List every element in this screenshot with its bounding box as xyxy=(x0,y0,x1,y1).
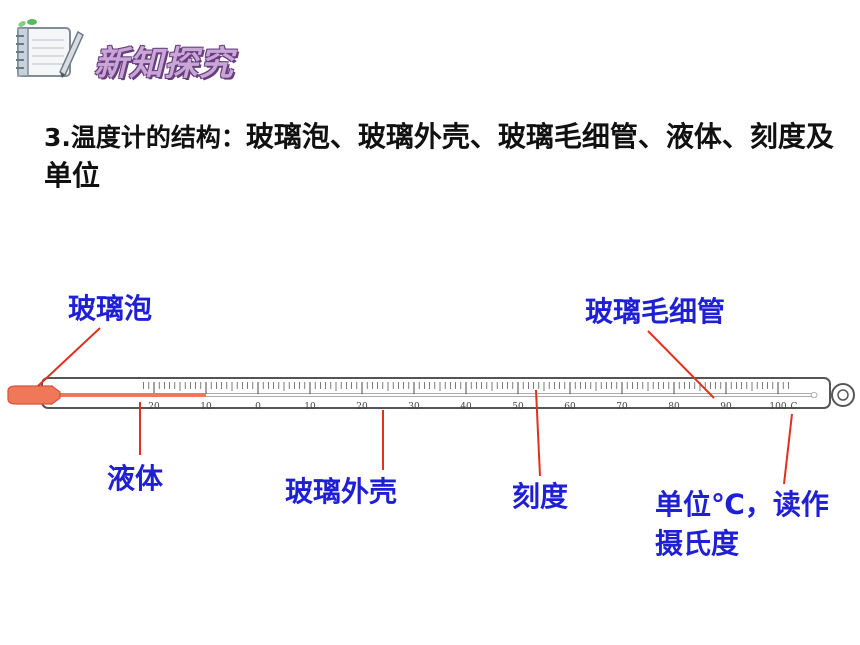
scale-tick-label: 70 xyxy=(616,402,628,412)
scale-tick-label: 20 xyxy=(148,402,160,412)
label-liquid: 液体 xyxy=(107,462,164,495)
scale-tick-label: 60 xyxy=(564,402,576,412)
scale-tick-label: 40 xyxy=(460,402,472,412)
scale-ticks xyxy=(143,382,789,394)
statement-lead: 3.温度计的结构： xyxy=(44,123,246,152)
scale-tick-label: 20 xyxy=(356,402,368,412)
scale-tick-label: C xyxy=(791,402,798,412)
scale-tick-label: 100 xyxy=(769,402,786,412)
structure-statement: 3.温度计的结构：玻璃泡、玻璃外壳、玻璃毛细管、液体、刻度及单位 xyxy=(44,118,834,195)
leader-scale xyxy=(535,389,541,477)
scale-tick-label: 80 xyxy=(668,402,680,412)
label-scale: 刻度 xyxy=(512,480,569,513)
scale-tick-label: 0 xyxy=(255,402,261,412)
scale-tick-label: 50 xyxy=(512,402,524,412)
section-title: 新知探究 xyxy=(94,44,234,84)
glass-bulb xyxy=(7,385,61,405)
label-bulb: 玻璃泡 xyxy=(68,292,153,325)
leader-bulb xyxy=(37,327,101,387)
scale-tick-label: 10 xyxy=(304,402,316,412)
scale-tick-label: 30 xyxy=(408,402,420,412)
label-shell: 玻璃外壳 xyxy=(285,475,398,508)
label-unit-line1: 单位℃，读作 xyxy=(655,488,829,521)
scale-tick-label: 10 xyxy=(200,402,212,412)
label-unit-line2: 摄氏度 xyxy=(655,527,740,560)
leader-capillary xyxy=(647,330,715,399)
liquid-column xyxy=(40,393,206,397)
label-capillary: 玻璃毛细管 xyxy=(585,295,726,328)
leader-unit xyxy=(783,413,793,485)
statement-body: 玻璃泡、玻璃外壳、玻璃毛细管、液体、刻度及单位 xyxy=(44,120,834,192)
notebook-pencil-icon xyxy=(8,12,86,82)
scale-tick-label: 90 xyxy=(720,402,732,412)
